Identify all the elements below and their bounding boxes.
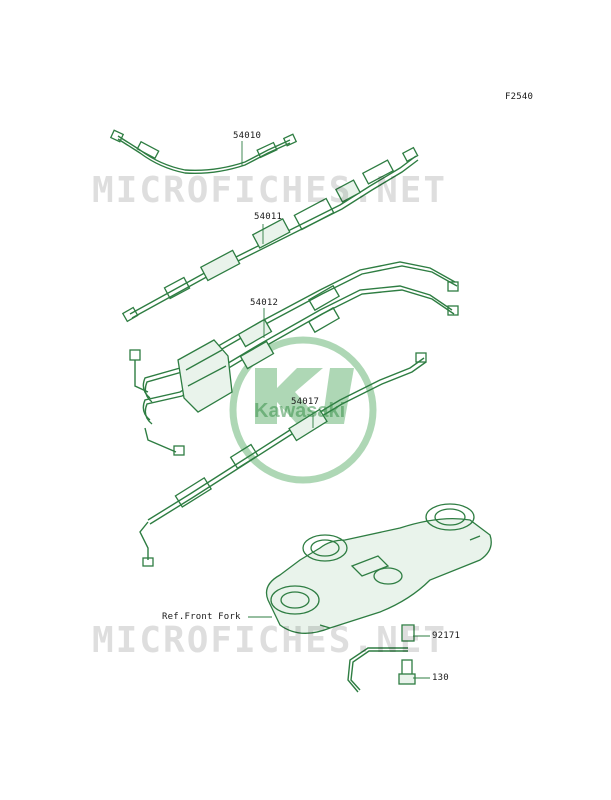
cable-54010 [109,129,298,175]
part-label-54017[interactable]: 54017 [291,397,320,407]
part-label-54010[interactable]: 54010 [233,131,262,141]
part-label-54011[interactable]: 54011 [254,212,283,222]
figure-code: F2540 [505,92,534,102]
cable-54012 [129,261,459,456]
part-label-54012[interactable]: 54012 [250,298,279,308]
clamp-92171 [347,624,415,693]
steering-stem [265,503,492,634]
ref-front-fork-label[interactable]: Ref.Front Fork [162,612,241,622]
watermark-bottom: MICROFICHES.NET [92,620,448,661]
part-label-130[interactable]: 130 [432,673,449,683]
part-label-92171[interactable]: 92171 [432,631,461,641]
leader-lines [241,141,430,679]
cable-54011 [121,146,419,323]
kawasaki-logo [229,336,377,484]
watermark-top: MICROFICHES.NET [92,170,448,211]
bolt-130 [398,659,416,685]
kawasaki-logo-text: Kawasaki [254,400,346,422]
cable-54017 [139,352,427,567]
